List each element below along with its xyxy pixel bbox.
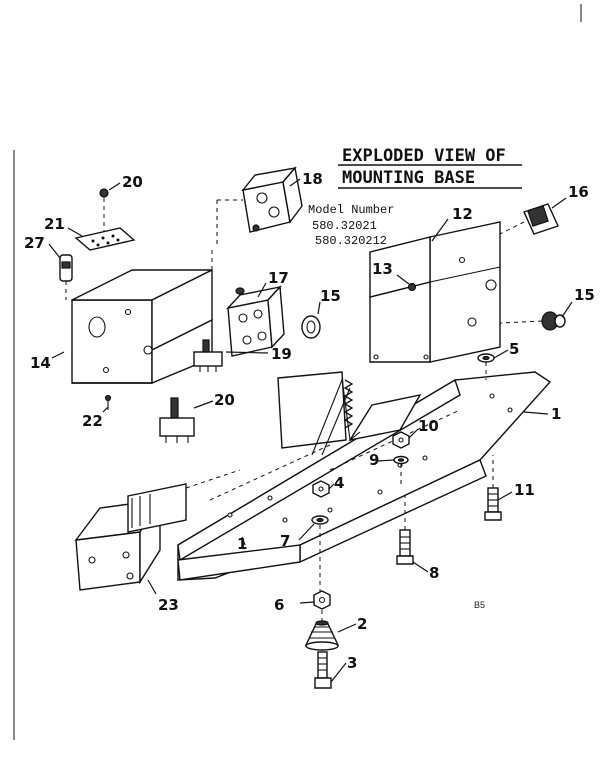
model-number-label: Model Number — [308, 203, 394, 217]
callout-27: 27 — [24, 234, 45, 252]
part-10-nut — [392, 431, 410, 449]
callout-8: 8 — [429, 564, 439, 582]
callout-2: 2 — [357, 615, 367, 633]
callout-21: 21 — [44, 215, 65, 233]
callout-9: 9 — [369, 451, 379, 469]
part-19-toggle — [193, 339, 223, 372]
callout-22: 22 — [82, 412, 103, 430]
title-line-1: EXPLODED VIEW OF — [342, 146, 506, 166]
part-4-nut — [312, 480, 330, 498]
spring-bracket — [277, 371, 361, 456]
part-2-foot — [304, 610, 340, 651]
model-number-block: Model Number 580.32021 580.320212 — [308, 203, 394, 248]
callout-18: 18 — [302, 170, 323, 188]
callout-3: 3 — [347, 654, 357, 672]
callout-13: 13 — [372, 260, 393, 278]
callout-15-left: 15 — [320, 287, 341, 305]
callout-15-right: 15 — [574, 286, 595, 304]
part-8-bolt — [396, 495, 414, 565]
callouts: 1 1 2 3 4 5 6 7 8 9 10 11 12 13 14 15 15… — [24, 170, 595, 672]
callout-20-lower: 20 — [214, 391, 235, 409]
part-23-transformer — [74, 469, 241, 591]
part-1-base — [177, 371, 552, 581]
callout-11: 11 — [514, 481, 535, 499]
part-27-lamp — [59, 254, 73, 300]
part-6-nut — [313, 590, 331, 610]
part-11-bolt — [484, 455, 502, 521]
callout-1-right: 1 — [551, 405, 561, 423]
callout-5: 5 — [509, 340, 519, 358]
part-21-plate — [74, 227, 136, 251]
callout-1-left: 1 — [237, 535, 247, 553]
part-20-screw-top — [99, 188, 109, 232]
callout-23: 23 — [158, 596, 179, 614]
title-line-2: MOUNTING BASE — [342, 168, 475, 188]
callout-14: 14 — [30, 354, 51, 372]
callout-6: 6 — [274, 596, 284, 614]
diagram-title: EXPLODED VIEW OF MOUNTING BASE — [338, 146, 522, 189]
callout-7: 7 — [280, 532, 290, 550]
part-15-ring — [301, 315, 321, 339]
part-14-bracket — [71, 250, 213, 384]
leader-lines — [48, 178, 573, 683]
part-17-relay — [226, 285, 285, 357]
model-number-2: 580.320212 — [315, 234, 387, 248]
callout-17: 17 — [268, 269, 289, 287]
callout-4: 4 — [334, 474, 344, 492]
part-13-screw — [407, 282, 417, 292]
model-number-1: 580.32021 — [312, 219, 377, 233]
callout-16: 16 — [568, 183, 589, 201]
part-18-relay — [216, 166, 303, 245]
part-15-grommet-right — [499, 311, 566, 331]
page-reference: B5 — [474, 600, 485, 610]
part-3-screw — [314, 651, 332, 689]
part-7-washer — [311, 515, 329, 592]
part-22-screw — [104, 394, 112, 410]
part-20-toggle-lower — [159, 397, 195, 443]
callout-19: 19 — [271, 345, 292, 363]
callout-10: 10 — [418, 417, 439, 435]
part-16-switch — [499, 203, 559, 235]
part-12-cover — [369, 221, 501, 363]
callout-12: 12 — [452, 205, 473, 223]
callout-20-top: 20 — [122, 173, 143, 191]
